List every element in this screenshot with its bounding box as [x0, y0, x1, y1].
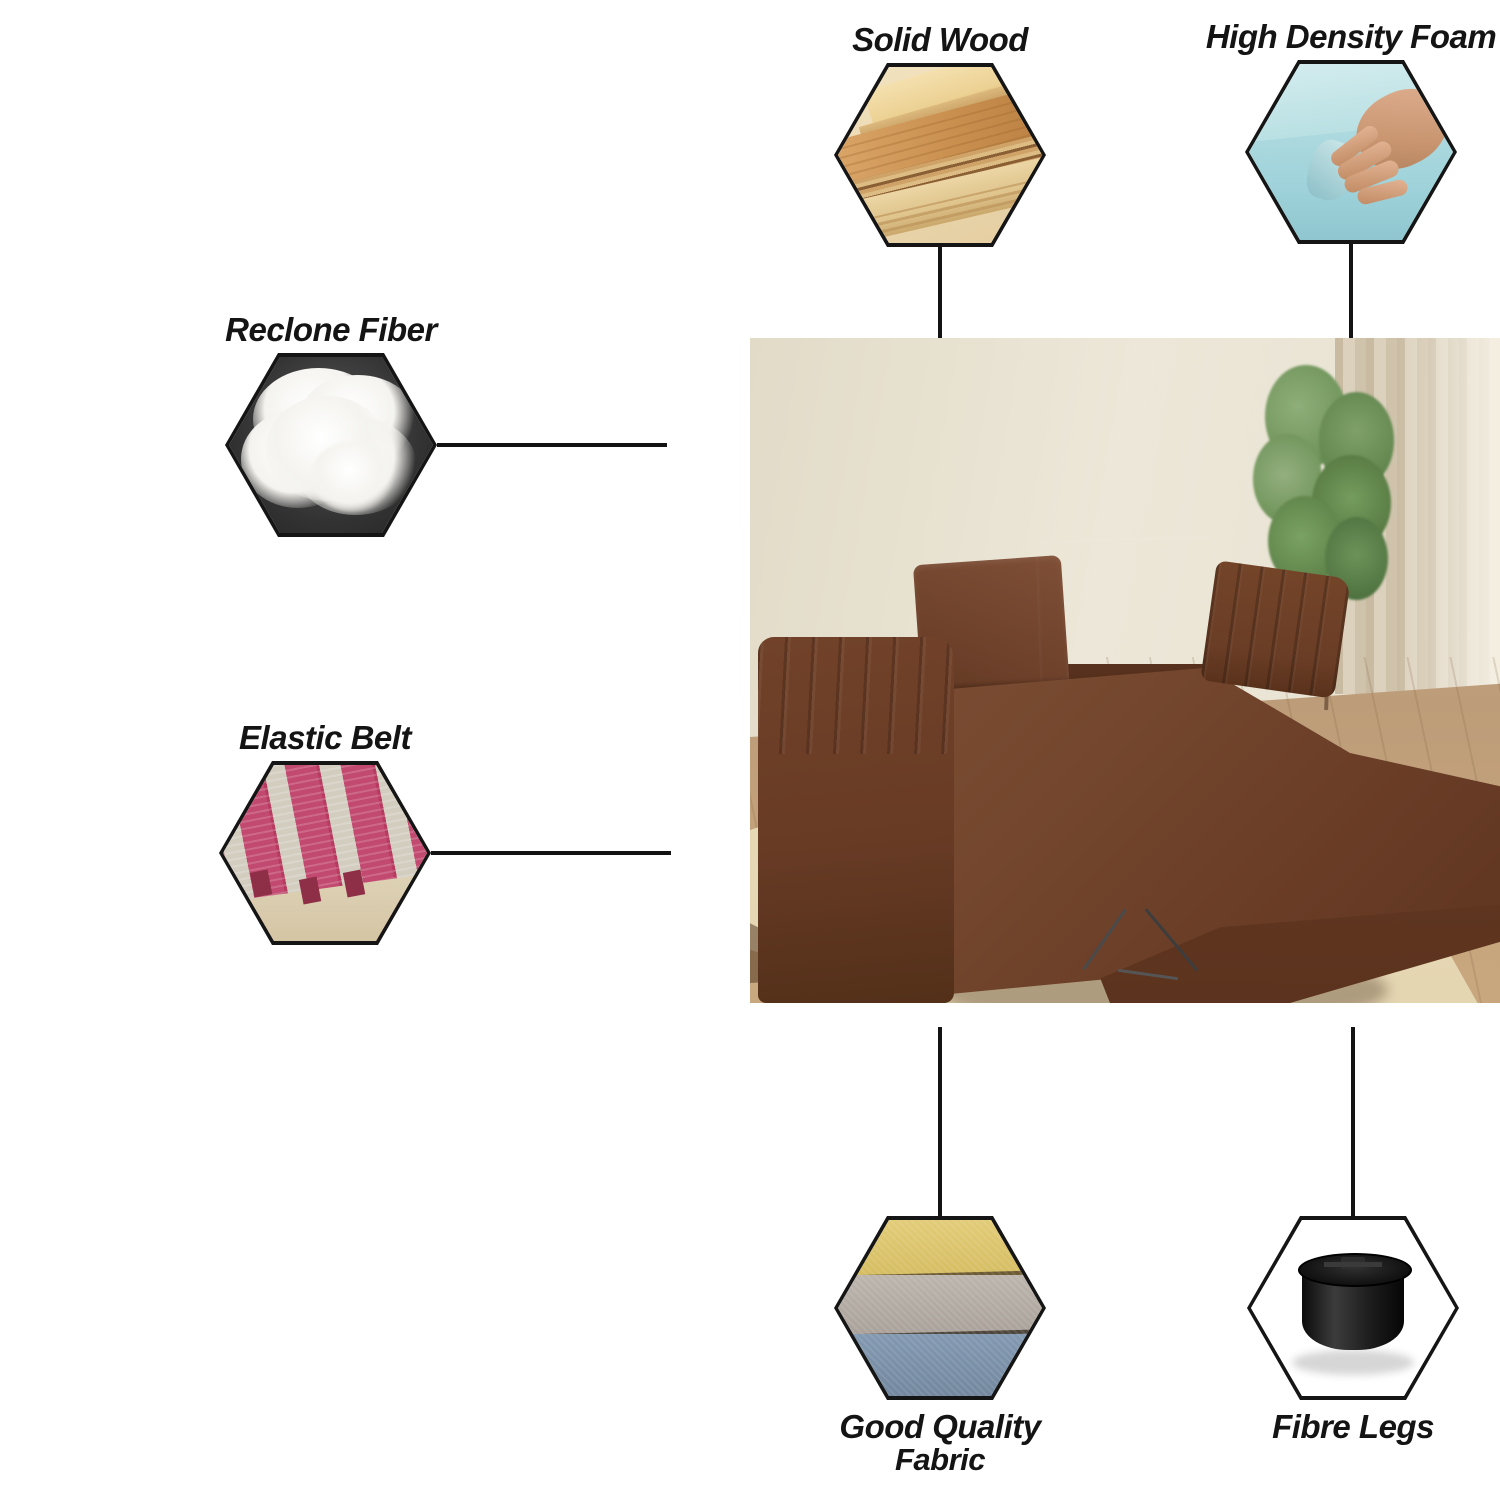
sofa-armrest-right [1199, 560, 1351, 700]
leg-top-face [1297, 1253, 1413, 1288]
solid-wood-label: Solid Wood [852, 21, 1028, 59]
connector-elastic-belt [431, 851, 671, 855]
solid-wood-image [838, 67, 1042, 243]
good-quality-fabric-image [838, 1220, 1042, 1396]
sofa-armrest-left [757, 637, 954, 1003]
feature-high-density-foam: High Density Foam [1206, 20, 1497, 338]
fibre-legs-image [1251, 1220, 1455, 1396]
product-photo [750, 338, 1500, 1003]
leg-ground-shadow [1291, 1350, 1415, 1375]
armrest-channel-tufting [1199, 560, 1351, 700]
feature-elastic-belt: Elastic Belt [219, 721, 671, 945]
armrest-channel-tufting [757, 637, 954, 755]
fibre-legs-label: Fibre Legs [1272, 1408, 1434, 1445]
fabric-swatch-grey [838, 1275, 1042, 1334]
feature-reclone-fiber: Reclone Fiber [225, 313, 667, 537]
reclone-fiber-image [229, 357, 433, 533]
connector-fibre-legs [1351, 1027, 1355, 1216]
elastic-belt-image [223, 765, 427, 941]
leg-mount-bar [1324, 1262, 1382, 1267]
connector-reclone-fiber [437, 443, 667, 447]
wall-sliver [1489, 338, 1500, 698]
potted-plant [1252, 364, 1411, 711]
fabric-texture [838, 1220, 1042, 1396]
fiber-fluff [310, 441, 397, 512]
connector-high-density-foam [1349, 244, 1353, 338]
label-line-1: Good Quality [839, 1408, 1041, 1445]
feature-solid-wood: Solid Wood [834, 23, 1046, 338]
curtain-window-light [1395, 338, 1490, 694]
feature-fibre-legs: Fibre Legs [1247, 1027, 1459, 1443]
connector-solid-wood [938, 247, 942, 338]
belt-strap-end [298, 876, 322, 904]
reclone-fiber-label: Reclone Fiber [225, 311, 437, 349]
belt-strap-end [249, 869, 273, 897]
elastic-belt-label: Elastic Belt [239, 719, 411, 757]
high-density-foam-label: High Density Foam [1205, 18, 1497, 56]
high-density-foam-image [1249, 64, 1453, 240]
label-line-2: Fabric [894, 1441, 986, 1477]
connector-good-quality-fabric [938, 1027, 942, 1216]
